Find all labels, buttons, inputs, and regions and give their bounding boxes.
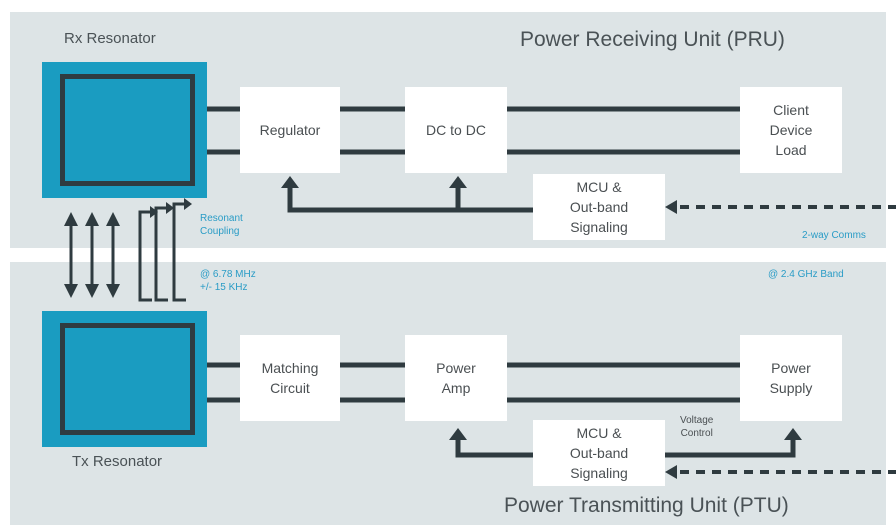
- feedback-mcu-supply: [665, 437, 796, 458]
- coupling-wave-3: [172, 202, 186, 302]
- band-label: @ 2.4 GHz Band: [768, 269, 844, 280]
- arrowhead-comms-pru: [665, 200, 677, 214]
- two-way-comms-label: 2-way Comms: [802, 230, 866, 241]
- power-amp-block: Power Amp: [405, 335, 507, 421]
- arrowhead-power-amp: [449, 428, 467, 440]
- pru-mcu-block: MCU & Out-band Signaling: [533, 174, 665, 240]
- tx-resonator: [42, 311, 207, 447]
- arrowhead-dcdc: [449, 176, 467, 188]
- feedback-mcu-amp: [455, 437, 533, 458]
- tx-resonator-label: Tx Resonator: [72, 453, 163, 470]
- coupling-wave-2: [154, 206, 168, 302]
- arrowhead-power-supply: [784, 428, 802, 440]
- power-supply-block: Power Supply: [740, 335, 842, 421]
- dc-to-dc-block: DC to DC: [405, 87, 507, 173]
- feedback-mcu-regulator: [287, 185, 533, 213]
- ptu-mcu-block: MCU & Out-band Signaling: [533, 420, 665, 486]
- ptu-title: Power Transmitting Unit (PTU): [504, 494, 789, 517]
- rx-resonator: [42, 62, 207, 198]
- voltage-control-label: Voltage Control: [680, 415, 714, 439]
- rx-resonator-label: Rx Resonator: [64, 30, 156, 47]
- regulator-block: Regulator: [240, 87, 340, 173]
- arrowhead-comms-ptu: [665, 465, 677, 479]
- client-device-load-block: Client Device Load: [740, 87, 842, 173]
- pru-title: Power Receiving Unit (PRU): [520, 28, 785, 51]
- resonant-coupling-label: Resonant Coupling: [200, 213, 243, 237]
- matching-circuit-block: Matching Circuit: [240, 335, 340, 421]
- arrowhead-regulator: [281, 176, 299, 188]
- coupling-wave-1: [138, 210, 152, 302]
- frequency-label: @ 6.78 MHz +/- 15 KHz: [200, 269, 256, 293]
